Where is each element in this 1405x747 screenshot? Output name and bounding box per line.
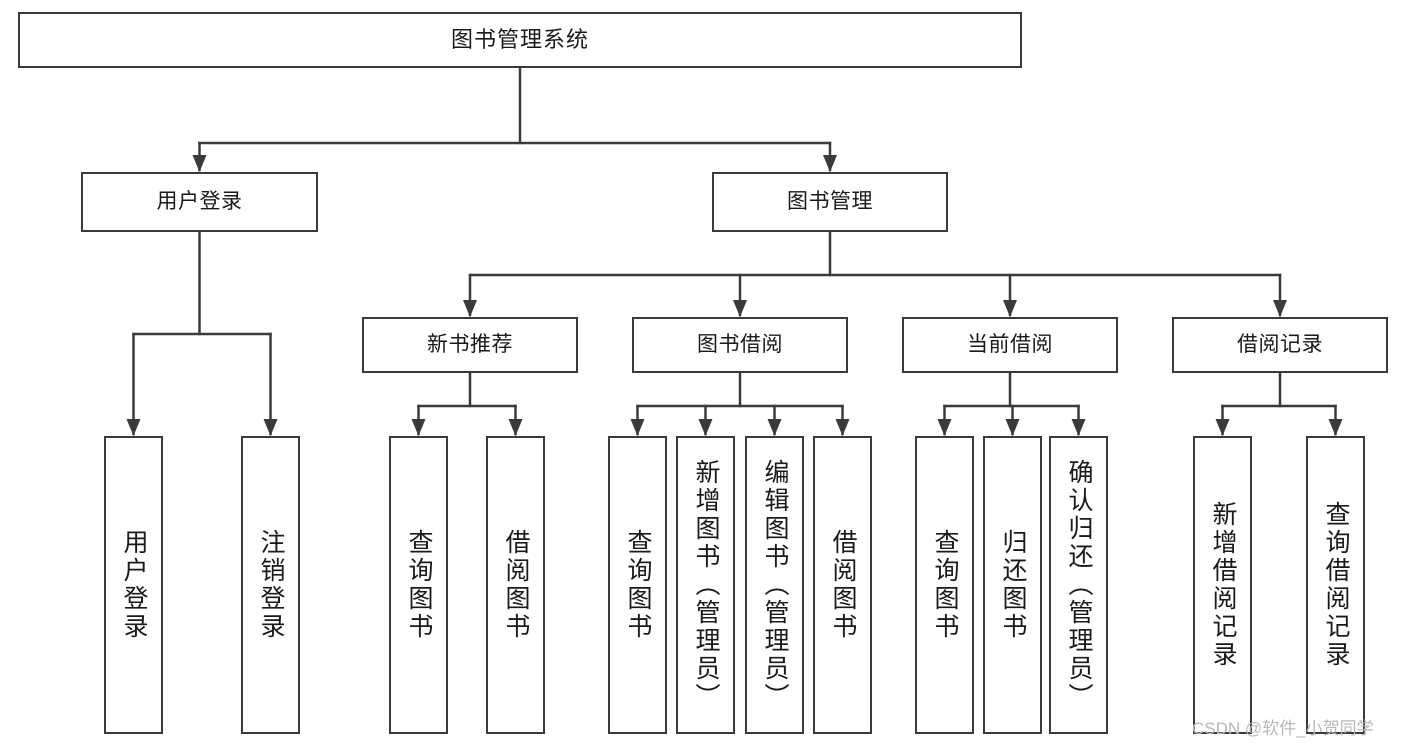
node-label: 当前借阅 — [967, 332, 1053, 356]
node-label: 借阅图书 — [502, 529, 530, 641]
arrowhead-leaf_edit_book — [767, 419, 782, 436]
node-leaf-query-new[interactable]: 查询图书 — [389, 436, 448, 734]
arrowhead-leaf_query_c — [937, 419, 952, 436]
node-label: 编辑图书（管理员） — [761, 459, 789, 711]
node-label: 查询图书 — [624, 529, 652, 641]
node-label: 查询图书 — [405, 529, 433, 641]
arrowhead-l2_book — [823, 155, 837, 172]
node-leaf-add-book[interactable]: 新增图书（管理员） — [676, 436, 735, 734]
node-leaf-borrow-new[interactable]: 借阅图书 — [486, 436, 545, 734]
node-leaf-query-b[interactable]: 查询图书 — [608, 436, 667, 734]
node-root[interactable]: 图书管理系统 — [18, 12, 1022, 68]
node-leaf-logout[interactable]: 注销登录 — [241, 436, 300, 734]
node-label: 查询图书 — [931, 529, 959, 641]
node-label: 查询借阅记录 — [1322, 501, 1350, 669]
node-l2-user[interactable]: 用户登录 — [81, 172, 318, 232]
arrowhead-leaf_borrow_new — [508, 419, 523, 436]
node-label: 图书管理 — [787, 189, 873, 213]
node-label: 用户登录 — [120, 529, 148, 641]
node-label: 新增图书（管理员） — [692, 459, 720, 711]
node-label: 借阅图书 — [829, 529, 857, 641]
node-leaf-return[interactable]: 归还图书 — [983, 436, 1042, 734]
arrowhead-l3_borrow — [733, 300, 747, 317]
node-leaf-confirm[interactable]: 确认归还（管理员） — [1049, 436, 1108, 734]
node-label: 借阅记录 — [1237, 332, 1323, 356]
node-leaf-query-rec[interactable]: 查询借阅记录 — [1306, 436, 1365, 734]
arrowhead-leaf_confirm — [1071, 419, 1086, 436]
arrowhead-l3_newbook — [463, 300, 477, 317]
arrowhead-leaf_logout — [263, 419, 278, 436]
node-label: 新书推荐 — [427, 332, 513, 356]
node-l3-current[interactable]: 当前借阅 — [902, 317, 1118, 373]
node-l2-book[interactable]: 图书管理 — [712, 172, 948, 232]
arrowhead-l2_user — [192, 155, 207, 172]
node-label: 用户登录 — [156, 189, 243, 213]
node-l3-newbook[interactable]: 新书推荐 — [362, 317, 578, 373]
node-label: 图书管理系统 — [450, 27, 589, 53]
arrowhead-leaf_add_book — [698, 419, 713, 436]
node-leaf-add-rec[interactable]: 新增借阅记录 — [1193, 436, 1252, 734]
arrowhead-l3_record — [1273, 300, 1287, 317]
node-label: 归还图书 — [999, 529, 1027, 641]
node-l3-borrow[interactable]: 图书借阅 — [632, 317, 848, 373]
arrowhead-leaf_query_new — [411, 419, 426, 436]
arrowhead-leaf_return — [1005, 419, 1020, 436]
arrowhead-leaf_login — [126, 419, 141, 436]
node-label: 确认归还（管理员） — [1065, 459, 1093, 711]
node-leaf-query-c[interactable]: 查询图书 — [915, 436, 974, 734]
node-label: 新增借阅记录 — [1209, 501, 1237, 669]
node-label: 图书借阅 — [697, 332, 783, 356]
node-leaf-borrow-b[interactable]: 借阅图书 — [813, 436, 872, 734]
arrowhead-leaf_query_b — [630, 419, 645, 436]
arrowhead-leaf_add_rec — [1215, 419, 1230, 436]
arrowhead-l3_current — [1003, 300, 1017, 317]
node-label: 注销登录 — [257, 529, 285, 641]
node-leaf-edit-book[interactable]: 编辑图书（管理员） — [745, 436, 804, 734]
arrowhead-leaf_borrow_b — [835, 419, 850, 436]
arrowhead-leaf_query_rec — [1328, 419, 1343, 436]
node-leaf-login[interactable]: 用户登录 — [104, 436, 163, 734]
node-l3-record[interactable]: 借阅记录 — [1172, 317, 1388, 373]
